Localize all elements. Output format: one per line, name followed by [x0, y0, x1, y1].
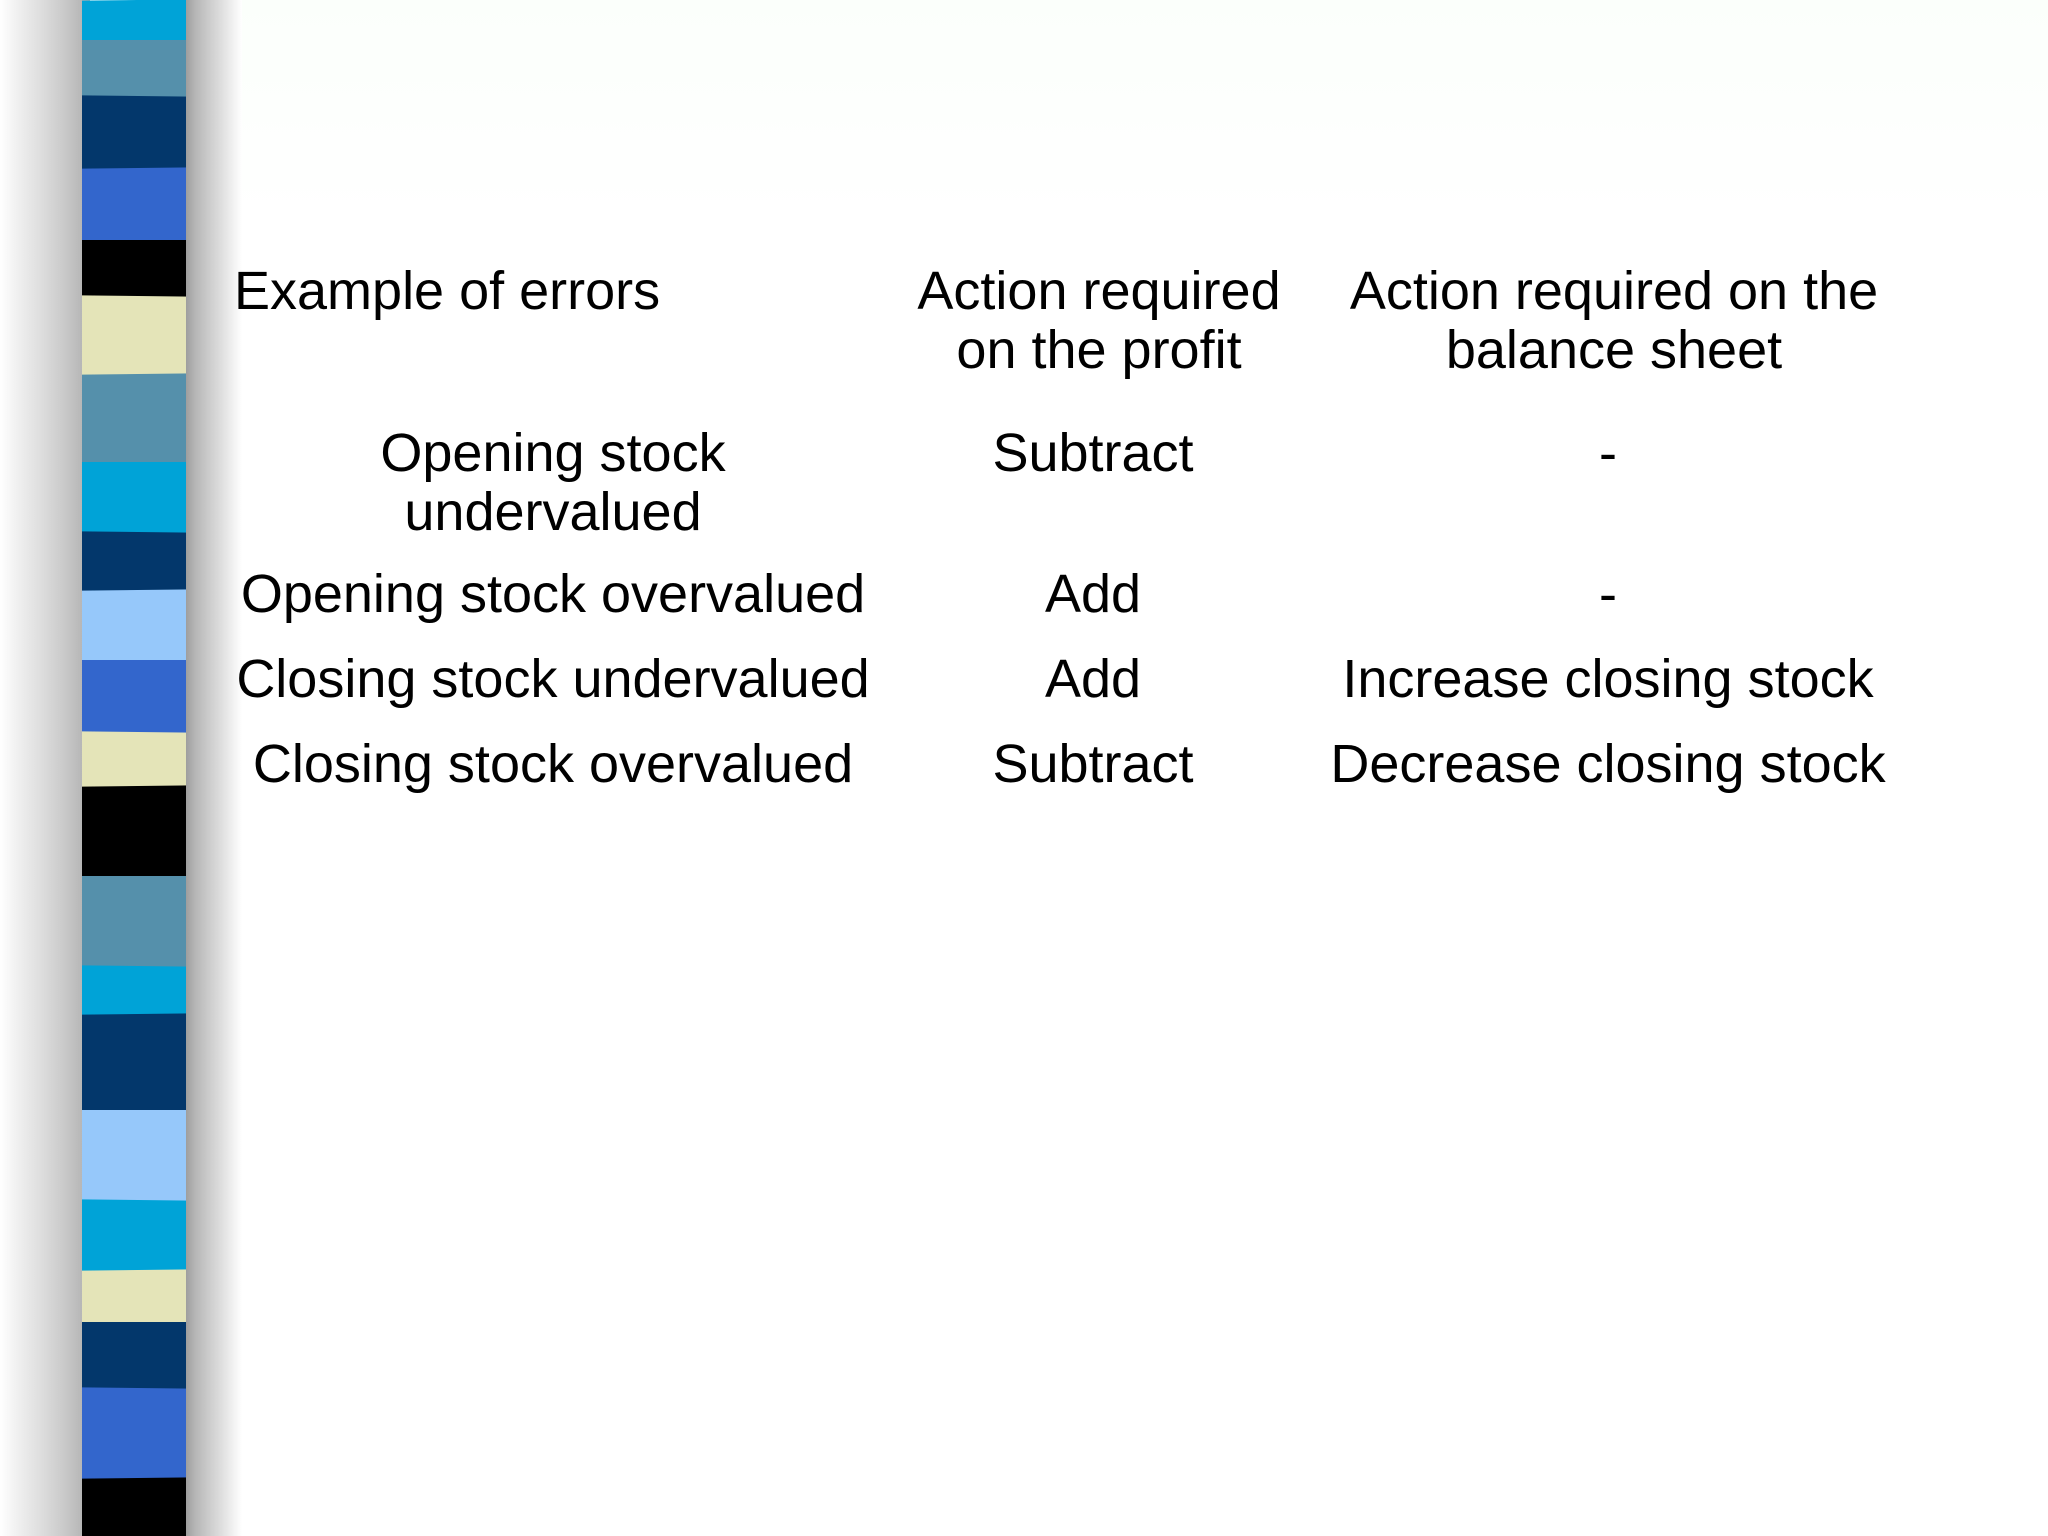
- table-header-row: Example of errors Action required on the…: [228, 262, 1988, 380]
- stripe-band: [82, 0, 192, 43]
- band-gradient-right: [186, 0, 242, 1536]
- cell-error: Closing stock undervalued: [236, 649, 870, 710]
- stripe-band: [82, 1269, 192, 1325]
- row-spacer: [228, 624, 1988, 650]
- cell-error: Opening stock overvalued: [240, 564, 866, 625]
- color-stripe-bands: [82, 0, 192, 1536]
- stripe-band: [82, 1110, 192, 1202]
- stripe-band: [82, 95, 192, 171]
- cell-error: Opening stock undervalued: [380, 422, 726, 542]
- row-spacer: [228, 709, 1988, 735]
- stripe-band: [82, 1387, 192, 1481]
- stripe-band: [82, 295, 192, 377]
- stripe-band: [82, 1322, 192, 1390]
- stripe-band: [82, 965, 192, 1017]
- column-header-action-required-profit: Action required on the profit: [917, 261, 1281, 380]
- row-spacer: [228, 541, 1988, 565]
- band-gradient-left: [0, 0, 90, 1536]
- cell-profit-action: Subtract: [992, 422, 1194, 483]
- table-row: Closing stock undervalued Add Increase c…: [228, 650, 1988, 709]
- column-header-action-required-balance-sheet: Action required on the balance sheet: [1349, 261, 1879, 380]
- cell-profit-action: Add: [1044, 564, 1142, 625]
- stripe-band: [82, 1013, 192, 1113]
- decorative-side-band: [0, 0, 242, 1536]
- row-spacer: [228, 380, 1988, 424]
- stripe-band: [82, 167, 192, 243]
- color-stripe-stack: [82, 0, 192, 1536]
- table-row: Closing stock overvalued Subtract Decrea…: [228, 735, 1988, 794]
- stripe-band: [82, 462, 192, 534]
- stripe-band: [82, 731, 192, 789]
- cell-balance-sheet-action: -: [1599, 422, 1617, 483]
- stripe-band: [82, 876, 192, 968]
- cell-profit-action: Add: [1044, 649, 1142, 710]
- stripe-band: [82, 40, 192, 98]
- stripe-band: [82, 660, 192, 734]
- stripe-band: [82, 373, 192, 465]
- stripe-band: [82, 1199, 192, 1273]
- stripe-band: [82, 1477, 192, 1536]
- table-row: Opening stock overvalued Add -: [228, 565, 1988, 624]
- stripe-band: [82, 589, 192, 663]
- cell-error: Closing stock overvalued: [252, 734, 854, 795]
- column-header-example-of-errors: Example of errors: [234, 261, 661, 321]
- cell-profit-action: Subtract: [992, 734, 1194, 795]
- table-row: Opening stock undervalued Subtract -: [228, 422, 1988, 542]
- stripe-band: [82, 531, 192, 593]
- errors-table: Example of errors Action required on the…: [228, 262, 1988, 794]
- cell-balance-sheet-action: Decrease closing stock: [1330, 734, 1886, 795]
- cell-balance-sheet-action: -: [1599, 564, 1617, 625]
- cell-balance-sheet-action: Increase closing stock: [1342, 649, 1874, 710]
- stripe-band: [82, 240, 192, 298]
- stripe-band: [82, 785, 192, 879]
